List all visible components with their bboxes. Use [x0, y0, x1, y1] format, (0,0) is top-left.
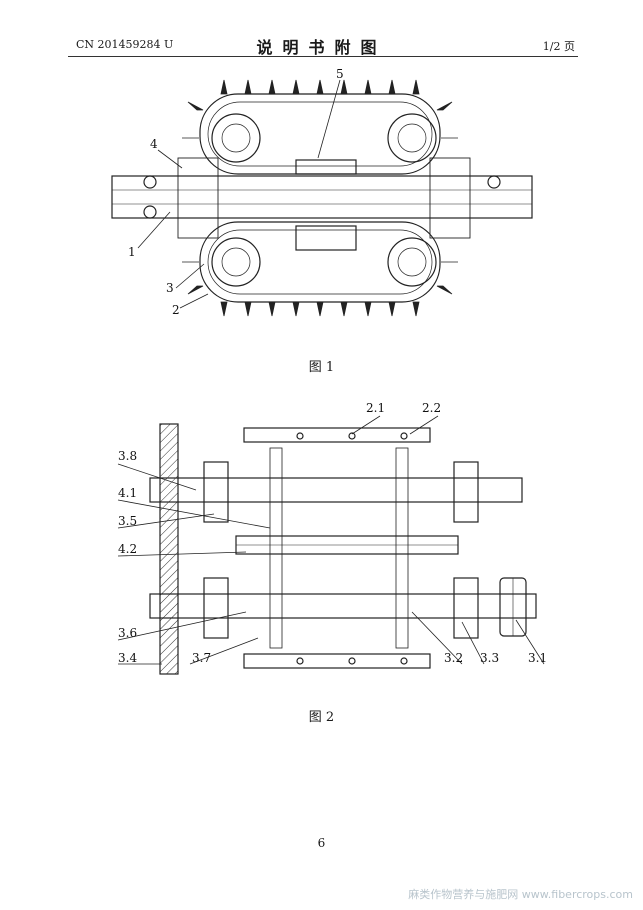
fig2-sprocket-lr — [453, 577, 479, 639]
fig1-tooth — [220, 301, 228, 317]
fig1-tooth — [187, 101, 204, 111]
fig2-label-3-1: 3.1 — [528, 651, 547, 665]
fig1-bottom-housing — [295, 225, 357, 251]
page-number: 6 — [317, 836, 326, 850]
fig2-sprocket-ur — [453, 461, 479, 523]
fig1-tooth — [340, 79, 348, 95]
fig1-tooth — [316, 301, 324, 317]
fig1-teeth — [182, 79, 458, 317]
fig1-label-3: 3 — [166, 281, 174, 295]
fig1-frame-bar — [111, 175, 533, 219]
fig1-tooth — [220, 79, 228, 95]
fig1-tooth — [412, 301, 420, 317]
fig2-label-3-2: 3.2 — [444, 651, 463, 665]
fig1-tooth — [412, 79, 420, 95]
header-rule — [68, 56, 578, 57]
fig1-tooth — [388, 79, 396, 95]
fig1-tooth — [268, 301, 276, 317]
document-number: CN 201459284 U — [76, 38, 174, 51]
fig1-tooth — [364, 79, 372, 95]
fig1-tooth — [292, 79, 300, 95]
fig2-label-3-6: 3.6 — [118, 626, 137, 640]
fig1-tooth — [268, 79, 276, 95]
fig2-side-plate — [159, 423, 179, 675]
fig1-sprocket-lr — [387, 237, 437, 287]
fig1-tooth — [244, 79, 252, 95]
page-indicator: 1/2 页 — [542, 40, 575, 53]
fig2-label-3-7: 3.7 — [192, 651, 211, 665]
fig2-label-3-3: 3.3 — [480, 651, 499, 665]
fig2-bottom-bar — [243, 653, 431, 669]
fig2-top-bar — [243, 427, 431, 443]
fig2-upper-shaft — [149, 477, 523, 503]
fig2-sprocket-ll — [203, 577, 229, 639]
fig1-label-1: 1 — [128, 245, 136, 259]
fig1-sprocket-ul — [211, 113, 261, 163]
fig1-sprocket-ur — [387, 113, 437, 163]
watermark: 麻类作物营养与施肥网 www.fibercrops.com — [408, 888, 633, 901]
fig1-label-2: 2 — [172, 303, 180, 317]
fig1-label-5: 5 — [336, 67, 344, 81]
fig1-tooth — [340, 301, 348, 317]
fig1-tooth — [364, 301, 372, 317]
page-title: 说明书附图 — [256, 38, 387, 57]
fig1-sprocket-ll — [211, 237, 261, 287]
fig2-sprocket-ul — [203, 461, 229, 523]
fig1-geometry — [111, 93, 533, 303]
fig1-tooth — [292, 301, 300, 317]
fig2-label-4-2: 4.2 — [118, 542, 137, 556]
fig2-label-3-4: 3.4 — [118, 651, 137, 665]
fig2-geometry — [149, 423, 537, 675]
fig1-tooth — [436, 101, 453, 111]
fig2-label-3-5: 3.5 — [118, 514, 137, 528]
figure-1-caption: 图 1 — [308, 360, 335, 375]
fig2-label-2-2: 2.2 — [422, 401, 441, 415]
fig2-label-2-1: 2.1 — [366, 401, 385, 415]
fig2-lower-shaft — [149, 593, 537, 619]
fig2-label-4-1: 4.1 — [118, 486, 137, 500]
fig1-tooth — [436, 285, 453, 295]
figure-2-caption: 图 2 — [308, 710, 335, 725]
fig1-tooth — [187, 285, 204, 295]
fig2-label-3-8: 3.8 — [118, 449, 137, 463]
fig1-tooth — [244, 301, 252, 317]
fig1-label-4: 4 — [150, 137, 158, 151]
fig1-tooth — [388, 301, 396, 317]
fig1-lower-chain — [199, 221, 441, 303]
fig1-top-housing — [295, 159, 357, 175]
fig1-tooth — [316, 79, 324, 95]
